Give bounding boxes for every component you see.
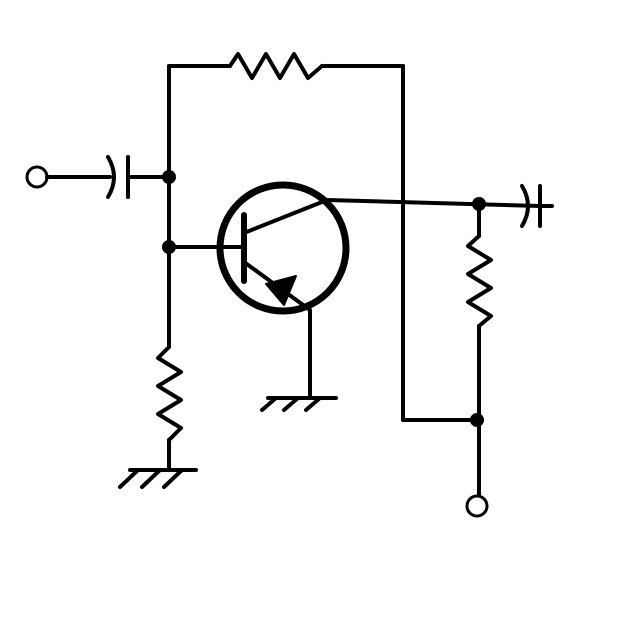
junction-dot <box>470 413 484 427</box>
base-bias-resistor <box>156 345 183 442</box>
supply-terminal <box>465 494 489 518</box>
base-ground-icon <box>118 468 198 489</box>
input-terminal <box>25 165 49 189</box>
emitter-arrow-icon <box>265 275 297 306</box>
collector-output-wire <box>325 198 542 208</box>
junction-dot <box>162 240 176 254</box>
feedback-resistor <box>228 52 324 80</box>
pnp-transistor <box>216 181 350 315</box>
junction-dot <box>472 197 486 211</box>
transistor-collector-lead <box>242 198 329 235</box>
emitter-ground-icon <box>260 396 338 412</box>
junction-dot <box>162 170 176 184</box>
transistor-envelope <box>216 181 350 315</box>
collector-resistor <box>466 234 493 328</box>
